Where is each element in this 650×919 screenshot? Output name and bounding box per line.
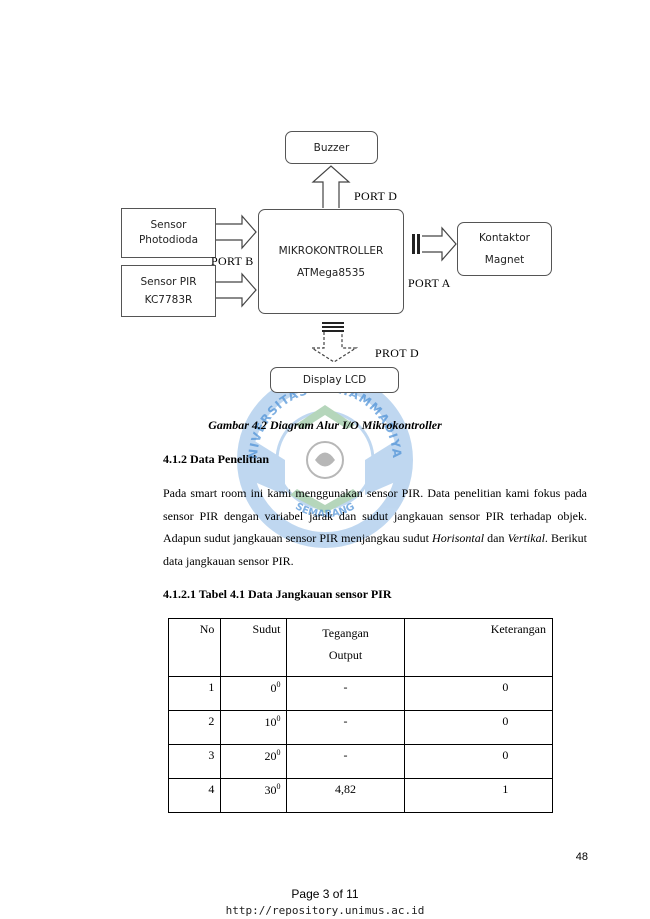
cell-no: 3 (167, 744, 222, 779)
cell-sudut-value: 30 (264, 783, 277, 797)
figure-caption: Gambar 4.2 Diagram Alur I/O Mikrokontrol… (208, 418, 442, 432)
header-sudut: Sudut (220, 618, 288, 677)
mikrokontroller-label-1: MIKROKONTROLLER (278, 244, 384, 257)
table-row: 4 300 4,82 1 (167, 778, 554, 813)
cell-keterangan: 0 (403, 710, 554, 745)
port-b-label: PORT B (211, 254, 254, 268)
watermark-center-emblem (306, 441, 344, 479)
kontaktor-magnet-box: Kontaktor Magnet (457, 222, 552, 276)
arrow-right-from-photodioda-icon (216, 214, 257, 250)
cell-keterangan: 0 (403, 744, 554, 779)
kontaktor-magnet-label-1: Kontaktor (479, 232, 530, 244)
cell-sudut-value: 0 (270, 681, 277, 695)
port-d-bottom-label: PROT D (375, 346, 419, 360)
cell-tegangan: - (286, 676, 405, 711)
watermark-inner-ring (275, 410, 375, 510)
mikrokontroller-label-2: ATMega8535 (296, 266, 366, 279)
table-heading: 4.1.2.1 Tabel 4.1 Data Jangkauan sensor … (163, 587, 392, 601)
paragraph-text-3: . Berikut data jangkauan sensor PIR. (163, 531, 588, 568)
body-paragraph: Pada smart room ini kami menggunakan sen… (163, 482, 587, 572)
data-table: No Sudut Tegangan Output Keterangan 1 00… (167, 618, 554, 813)
arrow-right-from-pir-icon (216, 272, 257, 308)
arrow-up-to-buzzer-icon (311, 165, 351, 208)
cell-sudut: 100 (220, 710, 288, 745)
cell-tegangan: - (286, 710, 405, 745)
section-heading: 4.1.2 Data Penelitian (163, 452, 269, 466)
cell-keterangan: 0 (403, 676, 554, 711)
header-keterangan: Keterangan (403, 618, 554, 677)
kontaktor-magnet-label-2: Magnet (484, 254, 525, 266)
buzzer-box: Buzzer (285, 131, 378, 164)
paragraph-text-2: dan (484, 531, 508, 545)
sensor-photodioda-box: Sensor Photodioda (121, 208, 216, 258)
cell-sudut-degree: 0 (276, 748, 281, 757)
table-row: 3 200 - 0 (167, 744, 554, 779)
paragraph-text-1: Pada smart room ini kami menggunakan sen… (163, 486, 587, 545)
buzzer-label: Buzzer (313, 141, 350, 154)
cell-sudut: 300 (220, 778, 288, 813)
arrow-right-to-kontaktor-icon (412, 226, 457, 262)
header-no: No (167, 618, 222, 677)
paragraph-italic-horisontal: Horisontal (432, 531, 485, 545)
display-lcd-label: Display LCD (302, 374, 367, 386)
cell-sudut-value: 10 (264, 715, 277, 729)
cell-sudut: 00 (220, 676, 288, 711)
table-row: 2 100 - 0 (167, 710, 554, 745)
sensor-pir-label-1: Sensor PIR (140, 276, 197, 288)
mikrokontroller-box: MIKROKONTROLLER ATMega8535 (258, 209, 404, 314)
page-number: 48 (575, 851, 588, 863)
sensor-photodioda-label-2: Photodioda (138, 234, 199, 246)
port-d-top-label: PORT D (354, 189, 398, 203)
table-header-row: No Sudut Tegangan Output Keterangan (167, 618, 554, 677)
sensor-pir-label-2: KC7783R (144, 294, 193, 306)
header-tegangan-output-text: Tegangan Output (322, 626, 369, 662)
cell-sudut-degree: 0 (276, 714, 281, 723)
cell-keterangan: 1 (403, 778, 554, 813)
watermark-ribbon (245, 435, 405, 495)
sensor-photodioda-label-1: Sensor (150, 219, 187, 231)
display-lcd-box: Display LCD (270, 367, 399, 393)
sensor-pir-box: Sensor PIR KC7783R (121, 265, 216, 317)
paragraph-italic-vertikal: Vertikal (507, 531, 545, 545)
cell-no: 1 (167, 676, 222, 711)
cell-sudut: 200 (220, 744, 288, 779)
header-tegangan-output: Tegangan Output (286, 618, 405, 677)
port-a-label: PORT A (408, 276, 451, 290)
cell-tegangan: - (286, 744, 405, 779)
arrow-down-to-display-icon (310, 322, 358, 363)
cell-no: 4 (167, 778, 222, 813)
page-of-footer: Page 3 of 11 (291, 887, 359, 901)
cell-sudut-degree: 0 (276, 782, 281, 791)
repository-url[interactable]: http://repository.unimus.ac.id (225, 904, 425, 917)
table-row: 1 00 - 0 (167, 676, 554, 711)
cell-no: 2 (167, 710, 222, 745)
cell-sudut-value: 20 (264, 749, 277, 763)
cell-sudut-degree: 0 (276, 680, 281, 689)
cell-tegangan: 4,82 (286, 778, 405, 813)
